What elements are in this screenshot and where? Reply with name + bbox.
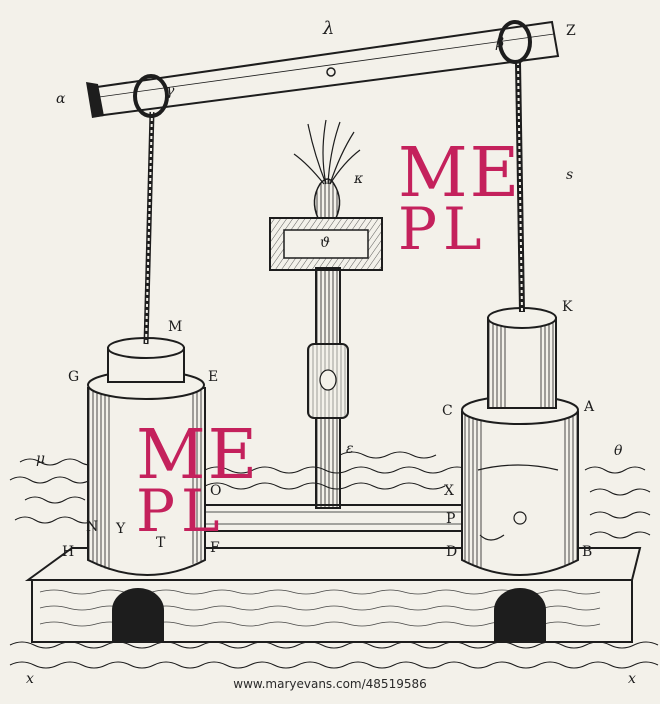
- base-arch-left: [112, 588, 164, 642]
- label-k: K: [562, 299, 573, 315]
- plume-box: [269, 119, 383, 271]
- right-cylinder: [461, 307, 579, 576]
- label-gamma: γ: [166, 83, 175, 99]
- label-d: D: [446, 544, 458, 560]
- label-theta-right: θ: [614, 443, 623, 459]
- label-corner-left: x: [26, 671, 34, 687]
- label-b: B: [582, 544, 593, 560]
- watermark-top-pl: PL: [398, 195, 488, 263]
- label-x: X: [444, 483, 454, 499]
- label-m: M: [168, 319, 183, 335]
- label-kappa: κ: [354, 171, 364, 187]
- label-t: T: [156, 535, 166, 551]
- label-beta: β: [496, 35, 505, 51]
- label-corner-right: x: [628, 671, 636, 687]
- label-s-top: s: [566, 167, 574, 183]
- label-f: F: [210, 540, 220, 556]
- watermark-top: ME PL: [398, 134, 522, 263]
- cords: [143, 61, 525, 345]
- label-n: N: [86, 519, 99, 535]
- watermark-top-me: ME: [398, 134, 522, 213]
- image-credit: www.maryevans.com/48519586: [233, 677, 427, 691]
- label-y: Y: [116, 521, 126, 537]
- base-arch-right: [494, 588, 546, 642]
- watermark-bottom-me: ME: [136, 416, 260, 495]
- label-c: C: [442, 403, 453, 419]
- watermark-bottom-pl: PL: [136, 477, 226, 545]
- balance-beam: [86, 20, 560, 118]
- label-e: E: [208, 369, 219, 385]
- label-o: O: [210, 483, 222, 499]
- label-z: Z: [566, 23, 576, 39]
- label-h: H: [62, 544, 75, 560]
- label-g: G: [68, 369, 80, 385]
- central-tube: [307, 267, 349, 509]
- watermark-bottom: ME PL: [136, 416, 260, 545]
- tank-details: [477, 464, 559, 541]
- label-a: A: [584, 399, 595, 415]
- label-alpha: α: [56, 91, 66, 107]
- label-theta-box: ϑ: [320, 235, 331, 251]
- label-mu: μ: [36, 451, 46, 467]
- label-p: P: [446, 511, 456, 527]
- label-lambda: λ: [323, 18, 335, 39]
- left-cylinder: [87, 337, 206, 576]
- label-epsilon: ε: [346, 441, 354, 457]
